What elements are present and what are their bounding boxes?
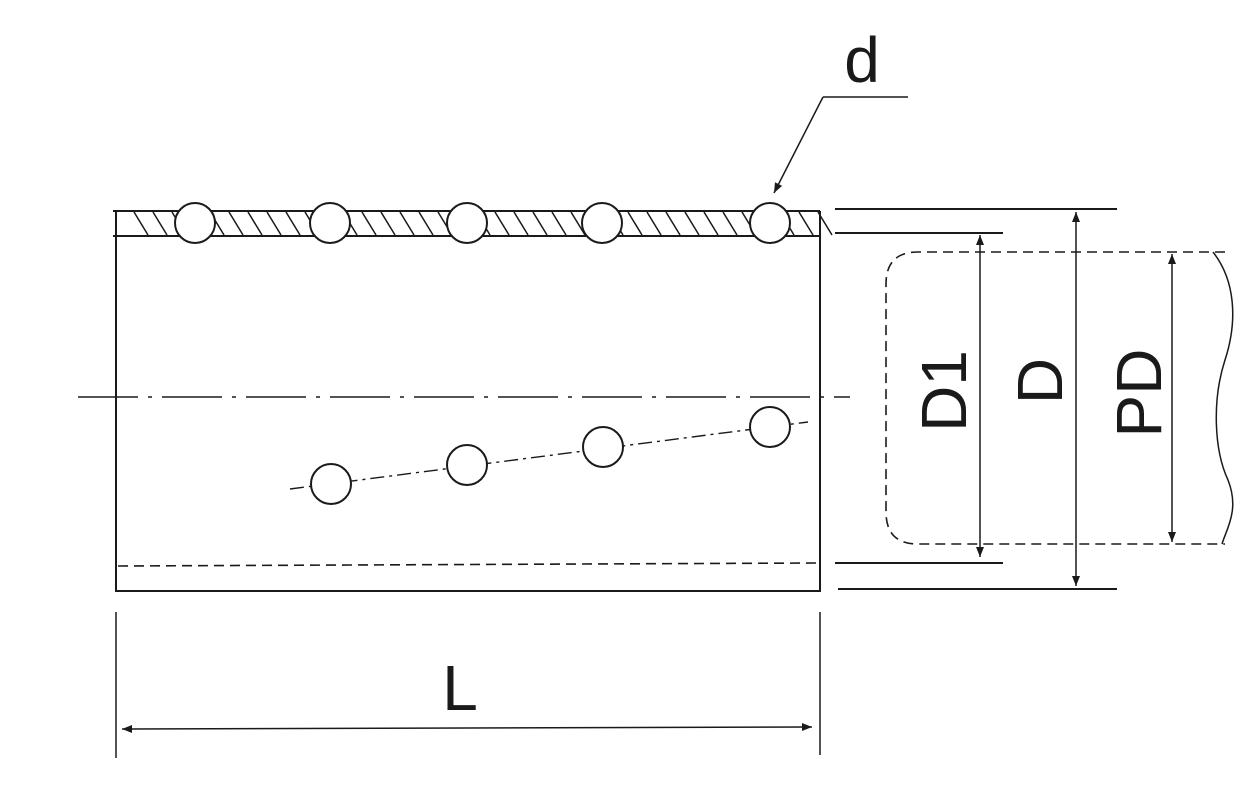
label-PD: PD [1103,349,1175,438]
label-D1: D1 [908,350,980,432]
extension-lines [835,208,1117,590]
hatch-line [228,211,244,236]
pipe-section-outline [885,251,1225,545]
body-hole [446,444,488,486]
length-dimension [115,612,821,758]
hatch-line [703,211,719,236]
hole-row-chain-line [289,421,809,490]
hatch-line [817,211,833,236]
hatch-line [684,211,700,236]
label-L: L [442,652,478,724]
hatch-line [494,211,510,236]
hatch-line [266,211,282,236]
hatch-line [532,211,548,236]
hatch-line [152,211,168,236]
wall-hole [309,202,351,244]
wall-holes [174,202,791,244]
hole-diameter-leader [773,96,908,194]
hatch-line [418,211,434,236]
hatch-line [513,211,529,236]
body-holes [310,406,791,505]
label-D: D [1004,358,1076,404]
hatch-line [646,211,662,236]
wall-hole [446,202,488,244]
hatch-line [133,211,149,236]
pipe-body [113,210,821,592]
body-hole [310,463,352,505]
hatch-line [361,211,377,236]
hatch-line [665,211,681,236]
hatch-line [380,211,396,236]
wall-hole [581,202,623,244]
hatch-line [627,211,643,236]
hatch-line [399,211,415,236]
hatch-line [722,211,738,236]
body-hole [582,426,624,468]
break-line [1212,251,1234,545]
hatch-line [285,211,301,236]
body-hole [749,406,791,448]
wall-hole [749,202,791,244]
hatch-line [247,211,263,236]
hatch-line [551,211,567,236]
hatch-line [798,211,814,236]
label-d: d [844,24,880,96]
wall-hole [174,202,216,244]
